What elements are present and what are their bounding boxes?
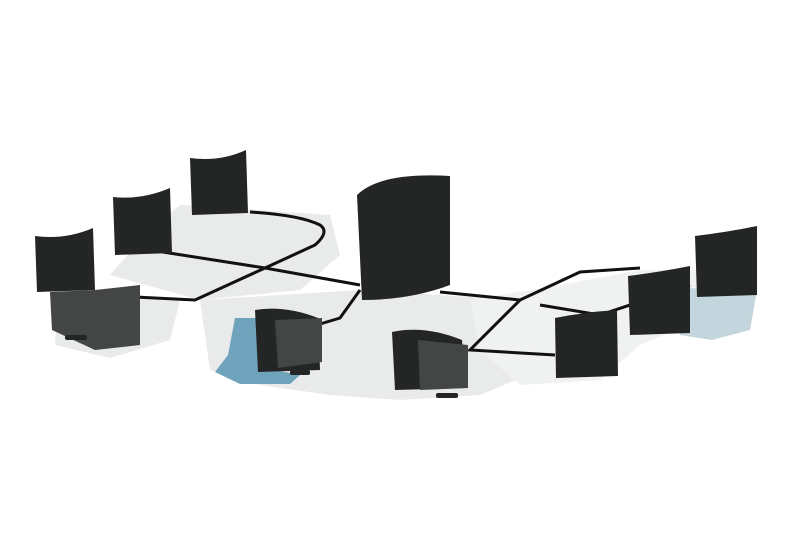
server-tower-icon	[357, 175, 450, 300]
monitor-back	[50, 285, 468, 390]
monitor-stands	[65, 335, 458, 398]
